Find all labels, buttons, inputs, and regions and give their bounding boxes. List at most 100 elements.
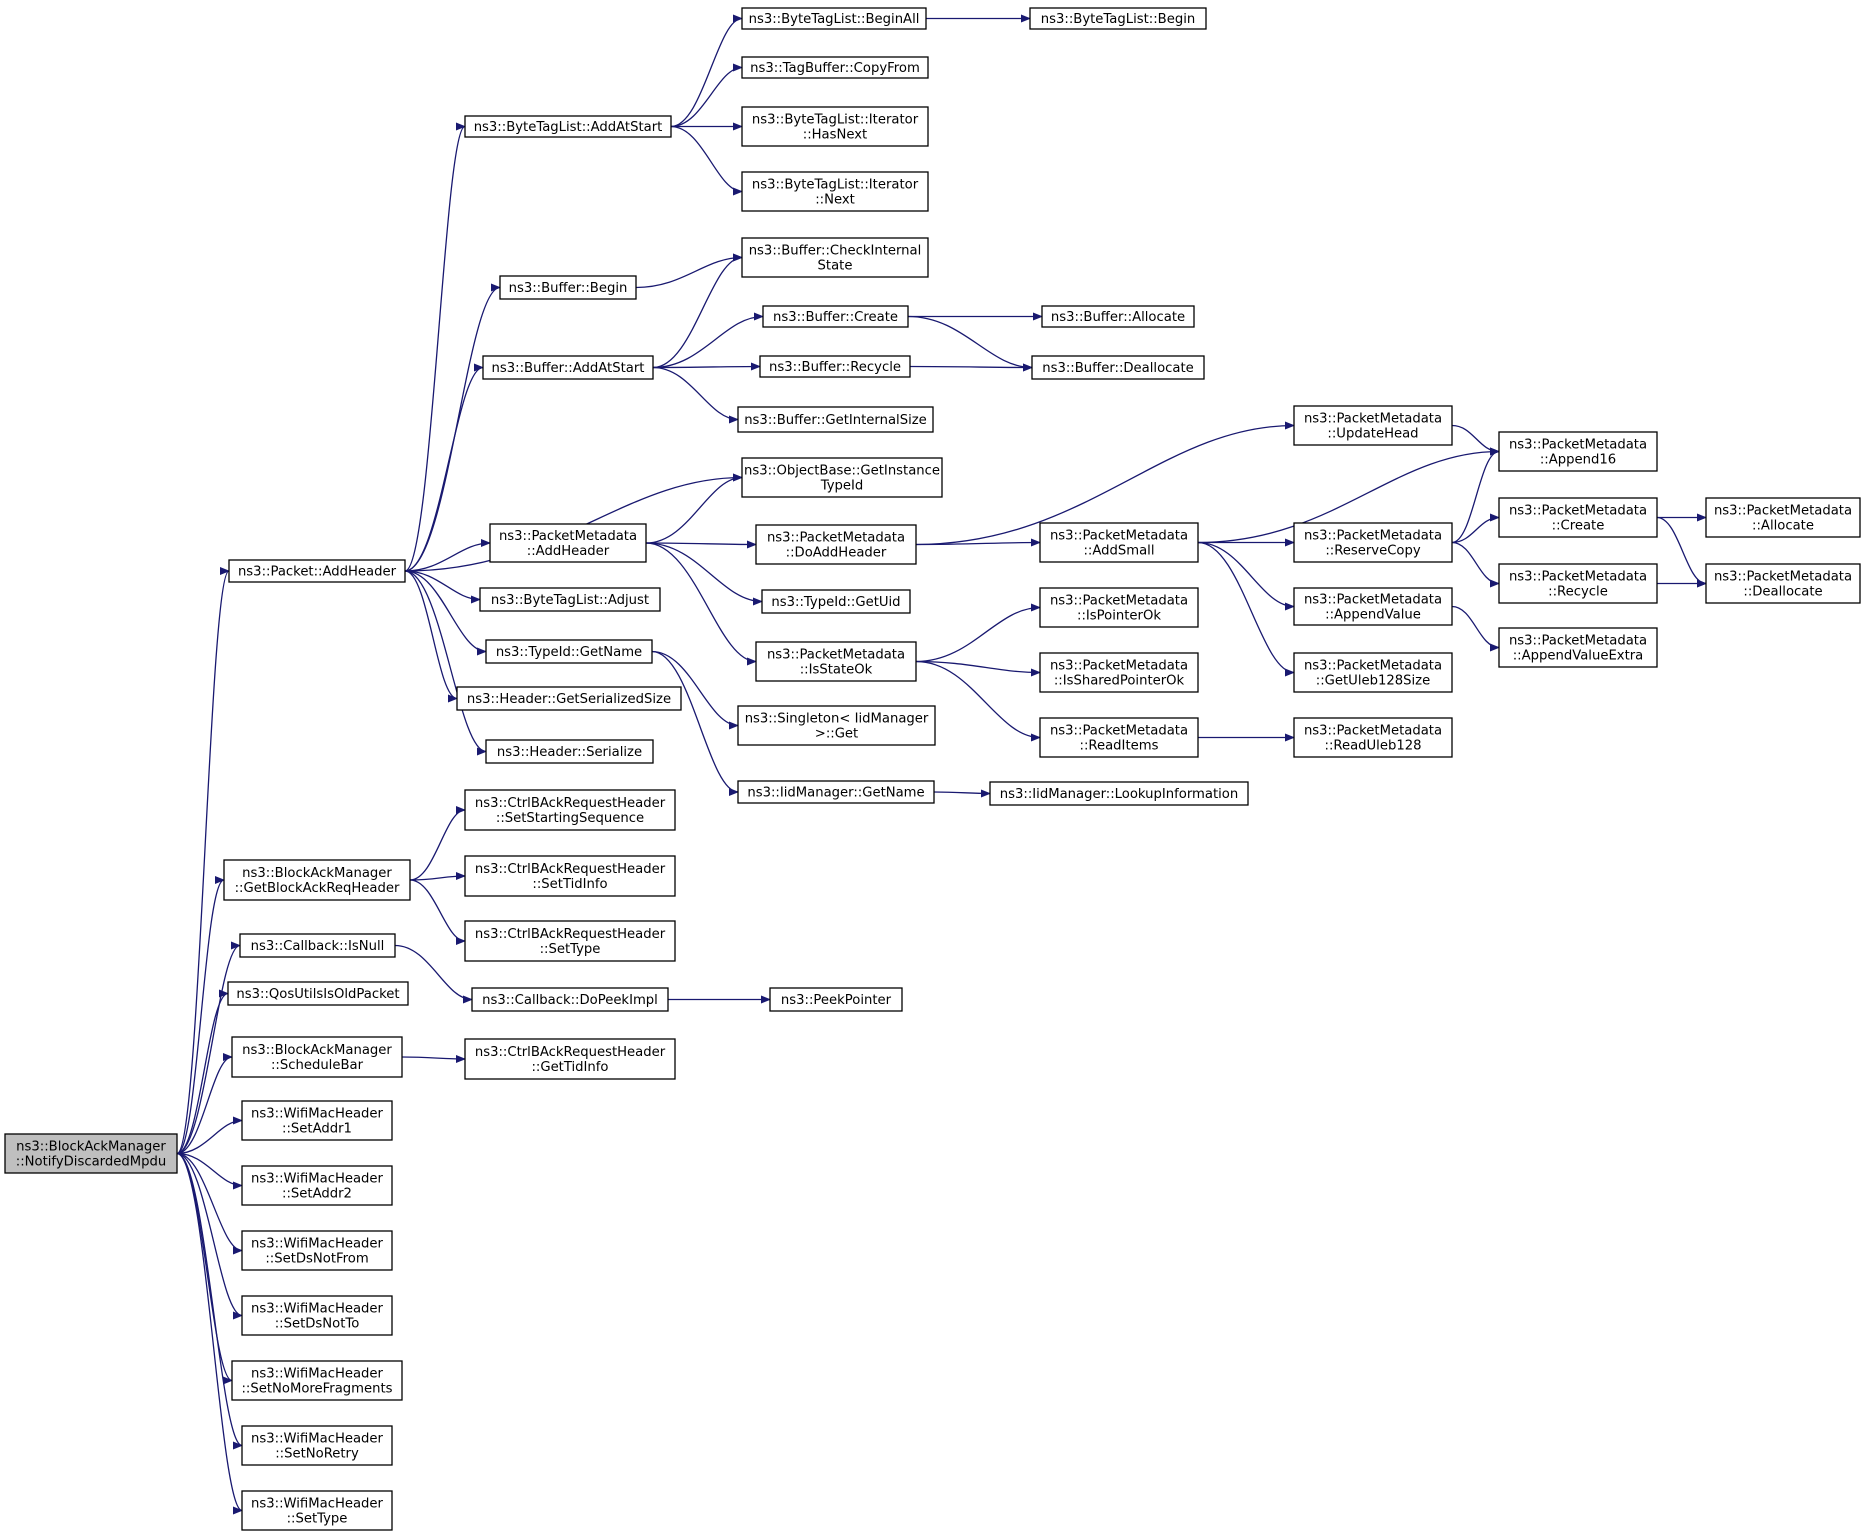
node-label: ::SetTidInfo xyxy=(532,877,607,892)
node-ns3-packetmetadata-addheader[interactable]: ns3::PacketMetadata::AddHeader xyxy=(489,523,647,563)
node-ns3-header-getserializedsize[interactable]: ns3::Header::GetSerializedSize xyxy=(456,686,682,711)
node-ns3-packetmetadata-ispointerok[interactable]: ns3::PacketMetadata::IsPointerOk xyxy=(1039,587,1199,628)
node-ns3-ctrlbackrequestheader-setstartingsequence[interactable]: ns3::CtrlBAckRequestHeader::SetStartingS… xyxy=(464,789,676,831)
node-ns3-wifimacheader-setnomorefragments[interactable]: ns3::WifiMacHeader::SetNoMoreFragments xyxy=(231,1360,403,1401)
node-label: ns3::Buffer::Recycle xyxy=(769,360,901,375)
node-label: ::DoAddHeader xyxy=(786,546,887,561)
node-ns3-tagbuffer-copyfrom[interactable]: ns3::TagBuffer::CopyFrom xyxy=(741,56,929,79)
node-label: ns3::TypeId::GetName xyxy=(496,645,642,660)
node-ns3-packetmetadata-doaddheader[interactable]: ns3::PacketMetadata::DoAddHeader xyxy=(755,524,917,565)
node-box xyxy=(499,275,637,300)
node-box xyxy=(1705,563,1861,604)
node-label: ::IsPointerOk xyxy=(1077,609,1161,624)
node-box xyxy=(479,587,661,612)
node-ns3-peekpointer[interactable]: ns3::PeekPointer xyxy=(769,987,903,1012)
node-ns3-packetmetadata-isstateok[interactable]: ns3::PacketMetadata::IsStateOk xyxy=(755,641,917,682)
node-ns3-packetmetadata-appendvalueextra[interactable]: ns3::PacketMetadata::AppendValueExtra xyxy=(1498,627,1658,668)
node-ns3-typeid-getname[interactable]: ns3::TypeId::GetName xyxy=(485,639,653,664)
node-ns3-qosutilsisoldpacket[interactable]: ns3::QosUtilsIsOldPacket xyxy=(227,981,409,1006)
node-ns3-buffer-allocate[interactable]: ns3::Buffer::Allocate xyxy=(1041,305,1195,328)
node-box xyxy=(762,305,909,328)
node-label: ::SetStartingSequence xyxy=(496,811,644,826)
node-ns3-bytetaglist-begin[interactable]: ns3::ByteTagList::Begin xyxy=(1029,7,1207,30)
node-ns3-buffer-begin[interactable]: ns3::Buffer::Begin xyxy=(499,275,637,300)
node-label: ns3::ObjectBase::GetInstance xyxy=(744,464,940,479)
node-label: State xyxy=(818,259,853,274)
node-ns3-bytetaglist-adjust[interactable]: ns3::ByteTagList::Adjust xyxy=(479,587,661,612)
node-box xyxy=(241,1490,393,1531)
node-ns3-packetmetadata-recycle[interactable]: ns3::PacketMetadata::Recycle xyxy=(1498,563,1658,604)
node-ns3-singleton-iidmanager-get[interactable]: ns3::Singleton< IidManager>::Get xyxy=(737,705,936,746)
node-ns3-packetmetadata-issharedpointerok[interactable]: ns3::PacketMetadata::IsSharedPointerOk xyxy=(1039,652,1199,693)
node-ns3-header-serialize[interactable]: ns3::Header::Serialize xyxy=(485,739,654,764)
node-ns3-bytetaglist-iterator-next[interactable]: ns3::ByteTagList::Iterator::Next xyxy=(741,171,929,212)
node-ns3-bytetaglist-beginall[interactable]: ns3::ByteTagList::BeginAll xyxy=(741,7,927,30)
node-label: ns3::BlockAckManager xyxy=(242,1043,392,1058)
node-ns3-buffer-create[interactable]: ns3::Buffer::Create xyxy=(762,305,909,328)
node-ns3-ctrlbackrequestheader-gettidinfo[interactable]: ns3::CtrlBAckRequestHeader::GetTidInfo xyxy=(464,1038,676,1080)
node-ns3-buffer-deallocate[interactable]: ns3::Buffer::Deallocate xyxy=(1031,355,1205,380)
node-ns3-wifimacheader-setdsnotto[interactable]: ns3::WifiMacHeader::SetDsNotTo xyxy=(241,1295,393,1336)
node-box xyxy=(737,780,935,804)
node-box xyxy=(482,355,654,380)
node-box xyxy=(456,686,682,711)
node-ns3-blockackmanager-notifydiscardedmpdu[interactable]: ns3::BlockAckManager::NotifyDiscardedMpd… xyxy=(4,1133,178,1174)
node-label: ns3::PacketMetadata xyxy=(1714,570,1852,585)
node-label: ns3::Packet::AddHeader xyxy=(238,565,397,580)
node-ns3-iidmanager-lookupinformation[interactable]: ns3::IidManager::LookupInformation xyxy=(989,781,1249,806)
node-label: ::GetUleb128Size xyxy=(1316,674,1430,689)
node-ns3-packetmetadata-readuleb128[interactable]: ns3::PacketMetadata::ReadUleb128 xyxy=(1293,717,1453,758)
node-box xyxy=(241,1165,393,1206)
node-ns3-blockackmanager-getblockackreqheader[interactable]: ns3::BlockAckManager::GetBlockAckReqHead… xyxy=(223,859,411,901)
node-box xyxy=(741,171,929,212)
node-ns3-callback-isnull[interactable]: ns3::Callback::IsNull xyxy=(239,933,396,958)
node-ns3-callback-dopeekimpl[interactable]: ns3::Callback::DoPeekImpl xyxy=(471,987,669,1012)
node-label: ::UpdateHead xyxy=(1327,427,1418,442)
node-ns3-buffer-getinternalsize[interactable]: ns3::Buffer::GetInternalSize xyxy=(737,406,934,433)
call-edge xyxy=(394,944,473,1004)
node-ns3-packetmetadata-reservecopy[interactable]: ns3::PacketMetadata::ReserveCopy xyxy=(1293,522,1453,563)
node-ns3-packet-addheader[interactable]: ns3::Packet::AddHeader xyxy=(228,559,406,583)
node-ns3-bytetaglist-addatstart[interactable]: ns3::ByteTagList::AddAtStart xyxy=(464,115,672,138)
node-ns3-iidmanager-getname[interactable]: ns3::IidManager::GetName xyxy=(737,780,935,804)
node-ns3-packetmetadata-allocate[interactable]: ns3::PacketMetadata::Allocate xyxy=(1705,497,1861,538)
node-ns3-packetmetadata-readitems[interactable]: ns3::PacketMetadata::ReadItems xyxy=(1039,717,1199,758)
node-ns3-blockackmanager-schedulebar[interactable]: ns3::BlockAckManager::ScheduleBar xyxy=(231,1036,403,1078)
node-label: ::AppendValue xyxy=(1325,608,1421,623)
node-ns3-packetmetadata-updatehead[interactable]: ns3::PacketMetadata::UpdateHead xyxy=(1293,405,1453,446)
node-ns3-wifimacheader-settype[interactable]: ns3::WifiMacHeader::SetType xyxy=(241,1490,393,1531)
node-ns3-buffer-recycle[interactable]: ns3::Buffer::Recycle xyxy=(759,355,911,378)
node-ns3-wifimacheader-setaddr2[interactable]: ns3::WifiMacHeader::SetAddr2 xyxy=(241,1165,393,1206)
node-ns3-wifimacheader-setaddr1[interactable]: ns3::WifiMacHeader::SetAddr1 xyxy=(241,1100,393,1141)
node-label: ::GetBlockAckReqHeader xyxy=(235,881,400,896)
node-ns3-ctrlbackrequestheader-settype[interactable]: ns3::CtrlBAckRequestHeader::SetType xyxy=(464,920,676,962)
node-label: ns3::Buffer::GetInternalSize xyxy=(744,413,927,428)
node-ns3-packetmetadata-append16[interactable]: ns3::PacketMetadata::Append16 xyxy=(1498,431,1658,472)
node-ns3-packetmetadata-appendvalue[interactable]: ns3::PacketMetadata::AppendValue xyxy=(1293,587,1453,626)
call-edge xyxy=(404,570,458,703)
node-label: ::SetNoMoreFragments xyxy=(241,1382,392,1397)
node-ns3-packetmetadata-getuleb128size[interactable]: ns3::PacketMetadata::GetUleb128Size xyxy=(1293,652,1453,693)
node-box xyxy=(759,355,911,378)
node-ns3-ctrlbackrequestheader-settidinfo[interactable]: ns3::CtrlBAckRequestHeader::SetTidInfo xyxy=(464,855,676,897)
node-ns3-packetmetadata-addsmall[interactable]: ns3::PacketMetadata::AddSmall xyxy=(1039,522,1199,563)
node-ns3-buffer-addatstart[interactable]: ns3::Buffer::AddAtStart xyxy=(482,355,654,380)
call-edge xyxy=(670,63,743,128)
node-ns3-wifimacheader-setdsnotfrom[interactable]: ns3::WifiMacHeader::SetDsNotFrom xyxy=(241,1230,393,1271)
node-label: ::ReadItems xyxy=(1080,739,1159,754)
node-label: ns3::PacketMetadata xyxy=(1509,504,1647,519)
node-label: ns3::PacketMetadata xyxy=(1304,529,1442,544)
node-box xyxy=(223,859,411,901)
node-ns3-wifimacheader-setnoretry[interactable]: ns3::WifiMacHeader::SetNoRetry xyxy=(241,1425,393,1466)
node-box xyxy=(1498,497,1658,538)
node-box xyxy=(485,639,653,664)
node-label: ns3::PacketMetadata xyxy=(1304,593,1442,608)
node-ns3-packetmetadata-deallocate[interactable]: ns3::PacketMetadata::Deallocate xyxy=(1705,563,1861,604)
node-box xyxy=(1498,431,1658,472)
node-ns3-bytetaglist-iterator-hasnext[interactable]: ns3::ByteTagList::Iterator::HasNext xyxy=(741,106,929,147)
node-label: ns3::WifiMacHeader xyxy=(251,1432,384,1447)
node-ns3-packetmetadata-create[interactable]: ns3::PacketMetadata::Create xyxy=(1498,497,1658,538)
node-ns3-typeid-getuid[interactable]: ns3::TypeId::GetUid xyxy=(761,589,911,614)
